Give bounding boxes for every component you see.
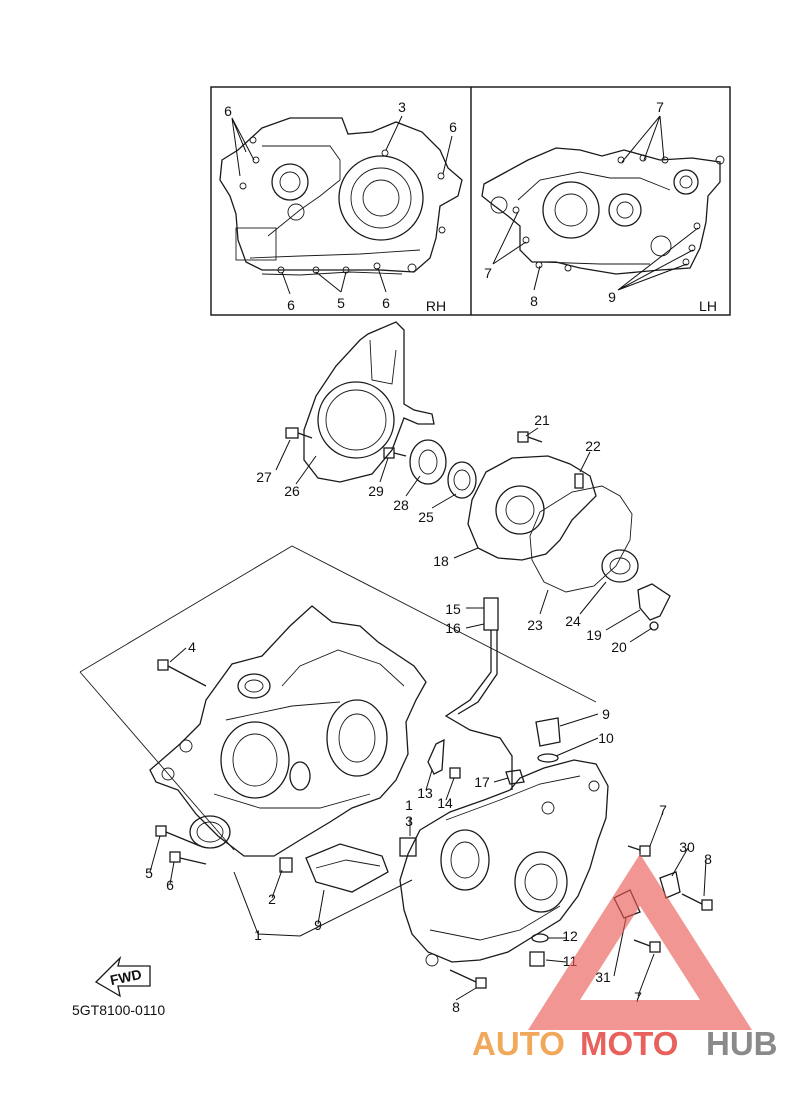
callout-8: 8 xyxy=(452,999,460,1015)
inset-lh-callout-7a: 7 xyxy=(656,99,664,115)
callout-2: 2 xyxy=(268,891,276,907)
bolt-9 xyxy=(681,893,713,911)
callout-29: 27 xyxy=(256,469,272,485)
callout-31: 29 xyxy=(368,483,384,499)
inset-lh-callout-7b: 7 xyxy=(484,265,492,281)
bearing-27 xyxy=(447,461,477,499)
callout-14: 12 xyxy=(562,928,578,944)
dowel-24 xyxy=(574,473,584,489)
callout-5: 5 xyxy=(145,865,153,881)
callout-10: 9 xyxy=(314,917,322,933)
inset-rh-label: RH xyxy=(426,298,446,314)
callout-15: 13 xyxy=(417,785,433,801)
upper-leaders xyxy=(275,427,653,643)
bolt-7b xyxy=(633,939,661,953)
callout-1b: 1 xyxy=(405,797,413,813)
plate-21 xyxy=(637,583,671,621)
inset-lh-callout-9: 9 xyxy=(608,289,616,305)
callout-27: 25 xyxy=(418,509,434,525)
clip-19 xyxy=(505,769,525,785)
crankcase-rh-half xyxy=(149,605,427,857)
plug-13 xyxy=(529,951,545,967)
callout-9: 8 xyxy=(704,851,712,867)
cover-10 xyxy=(305,843,389,893)
bolt-16 xyxy=(449,767,461,779)
bolt-5 xyxy=(155,825,201,847)
callout-7a: 7 xyxy=(659,802,667,818)
callout-19: 17 xyxy=(474,774,490,790)
cover-20 xyxy=(467,455,597,561)
callout-18: 16 xyxy=(445,620,461,636)
callout-23: 21 xyxy=(534,412,550,428)
bolt-29 xyxy=(285,427,313,439)
gasket-25 xyxy=(529,485,633,593)
inset-rh-callout-6d: 6 xyxy=(382,295,390,311)
callout-17: 15 xyxy=(445,601,461,617)
callout-25: 23 xyxy=(527,617,543,633)
watermark-moto: MOTO xyxy=(580,1025,678,1062)
bolt-4 xyxy=(157,659,207,687)
callout-24: 22 xyxy=(585,438,601,454)
oring-12 xyxy=(537,753,559,763)
callout-3: 3 xyxy=(405,813,413,829)
callout-26: 24 xyxy=(565,613,581,629)
callout-12: 10 xyxy=(598,730,614,746)
callout-33: 31 xyxy=(595,969,611,985)
inset-lh-callout-8: 8 xyxy=(530,293,538,309)
watermark-logo xyxy=(528,854,752,1030)
inset-labels: 6 3 6 6 5 6 RH 7 7 8 9 LH xyxy=(224,99,717,314)
callout-22: 20 xyxy=(611,639,627,655)
dowel-2 xyxy=(279,857,293,873)
watermark-wordmark: AUTO MOTO HUB xyxy=(472,1025,778,1062)
cover-28 xyxy=(303,321,435,483)
inset-rh-callout-6b: 6 xyxy=(449,119,457,135)
callout-7b: 7 xyxy=(634,989,642,1005)
callout-30: 28 xyxy=(393,497,409,513)
bracket-15 xyxy=(427,738,445,775)
watermark-hub: HUB xyxy=(706,1025,778,1062)
screw-22 xyxy=(649,621,659,631)
inset-rh-callout-3: 3 xyxy=(398,99,406,115)
bolt-23 xyxy=(517,431,543,443)
bolt-31 xyxy=(383,447,407,459)
dowel-3 xyxy=(399,837,417,857)
inset-frame xyxy=(210,86,731,316)
inset-lh-label: LH xyxy=(699,298,717,314)
oring-14 xyxy=(531,933,549,943)
lh-crankcase-inset xyxy=(481,147,725,275)
lower-leaders xyxy=(149,607,707,1001)
diagram-code: 5GT8100-0110 xyxy=(72,1002,165,1018)
callout-20: 18 xyxy=(433,553,449,569)
callout-11: 9 xyxy=(602,706,610,722)
watermark-triangle xyxy=(528,854,752,1030)
pipe-17-18 xyxy=(444,597,513,790)
callout-21: 19 xyxy=(586,627,602,643)
bolt-7a xyxy=(627,845,651,857)
rh-crankcase-inset xyxy=(219,117,463,276)
seal-30 xyxy=(409,439,447,485)
inset-rh-callout-6c: 6 xyxy=(287,297,295,313)
callout-4: 4 xyxy=(188,639,196,655)
fwd-arrow xyxy=(94,955,151,998)
callout-28: 26 xyxy=(284,483,300,499)
bolt-6 xyxy=(169,851,207,865)
inset-rh-callout-6a: 6 xyxy=(224,103,232,119)
watermark-auto: AUTO xyxy=(472,1025,565,1062)
bolt-8 xyxy=(449,969,487,989)
seal-26 xyxy=(601,549,639,583)
inset-leaders xyxy=(231,115,699,295)
assembly-outline xyxy=(79,545,597,851)
callout-16: 14 xyxy=(437,795,453,811)
cap-11 xyxy=(535,717,561,747)
bracket-32 xyxy=(659,871,681,899)
inset-rh-callout-5: 5 xyxy=(337,295,345,311)
callout-1: 1 xyxy=(254,927,262,943)
fwd-label: FWD xyxy=(109,966,144,988)
part-callouts: 27 26 29 28 25 21 22 18 23 24 19 20 15 1… xyxy=(145,412,712,1015)
callout-6: 6 xyxy=(166,877,174,893)
crankcase-lh-half xyxy=(399,759,609,967)
callout-32: 30 xyxy=(679,839,695,855)
